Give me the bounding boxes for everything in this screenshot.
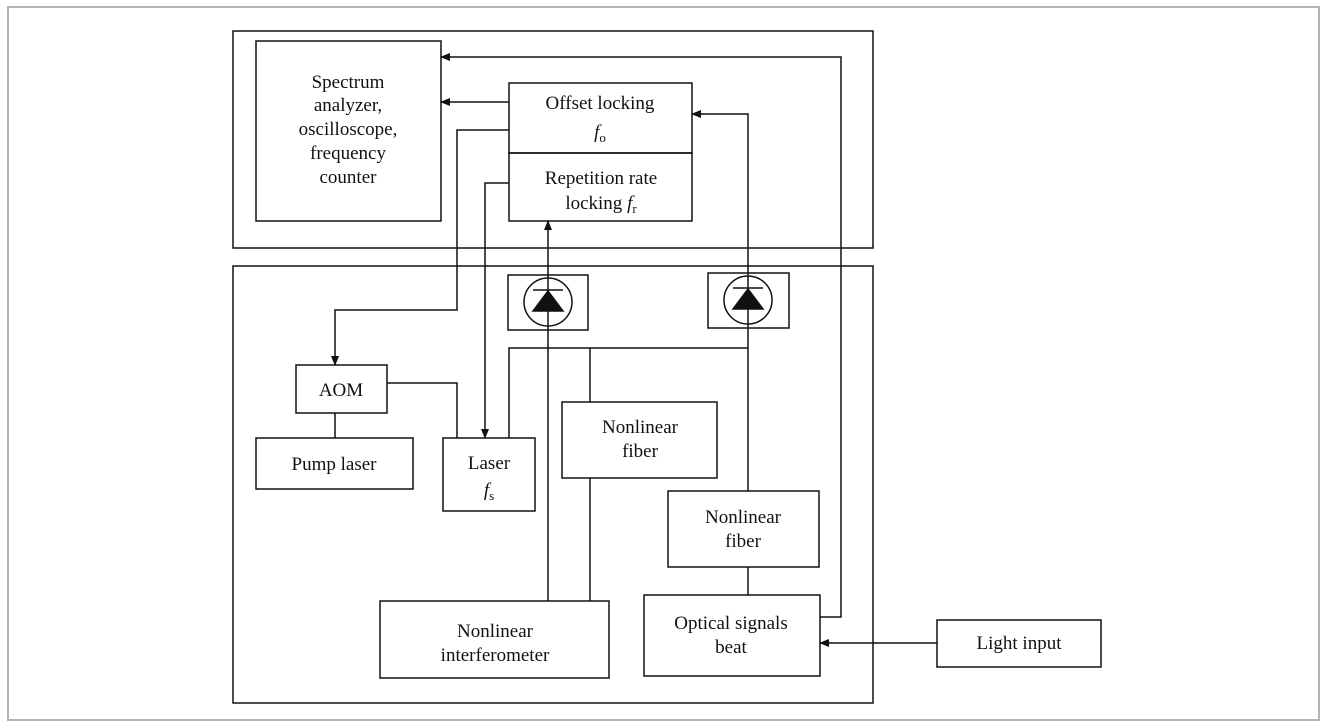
analyzer-label-5: counter [320, 167, 378, 188]
nonlinear-fiber-box-1 [561, 401, 718, 479]
nonlinear-fiber-1-label-1: Nonlinear [602, 417, 679, 438]
beat-to-analyzer-arrow [440, 53, 842, 618]
optical-setup-group [232, 265, 874, 704]
repetition-rate-locking-box [508, 152, 693, 222]
laser-label: Laser [468, 453, 511, 474]
interferometer-label-2: interferometer [441, 645, 550, 666]
aom-label: AOM [319, 380, 363, 401]
pump-laser-label: Pump laser [292, 454, 378, 475]
offset-to-aom-arrow [331, 129, 509, 366]
reprate-to-laser-arrow [481, 182, 509, 439]
control-electronics-group [232, 30, 874, 249]
laser-box [442, 437, 536, 512]
analyzer-label-3: oscilloscope, [299, 119, 398, 140]
analyzer-label-4: frequency [310, 143, 386, 164]
optical-signals-beat-box [643, 594, 821, 677]
aom-box [295, 364, 388, 414]
offset-locking-label: Offset locking [546, 93, 655, 114]
nonlinear-fiber-box-2 [667, 490, 820, 568]
nonlinear-interferometer-box [379, 600, 610, 679]
laser-symbol: fs [484, 480, 494, 503]
aom-to-laser-line [387, 382, 458, 438]
beat-label-1: Optical signals [674, 613, 787, 634]
reprate-label-1: Repetition rate [545, 168, 657, 189]
figure-frame [7, 6, 1320, 721]
interferometer-label-1: Nonlinear [457, 621, 534, 642]
reprate-label-2: locking fr [565, 193, 637, 216]
nonlinear-fiber-2-label-2: fiber [725, 531, 762, 552]
analyzer-label-1: Spectrum [312, 72, 385, 93]
photodiode-to-offset-arrow [691, 110, 749, 491]
beat-label-2: beat [715, 637, 747, 658]
analyzer-label-2: analyzer, [314, 95, 382, 116]
laser-output-line [508, 347, 748, 438]
spectrum-analyzer-box [255, 40, 442, 222]
nonlinear-fiber-1-label-2: fiber [622, 441, 659, 462]
light-input-label: Light input [977, 633, 1063, 654]
offset-locking-symbol: fo [594, 122, 606, 145]
nonlinear-fiber-2-label-1: Nonlinear [705, 507, 782, 528]
